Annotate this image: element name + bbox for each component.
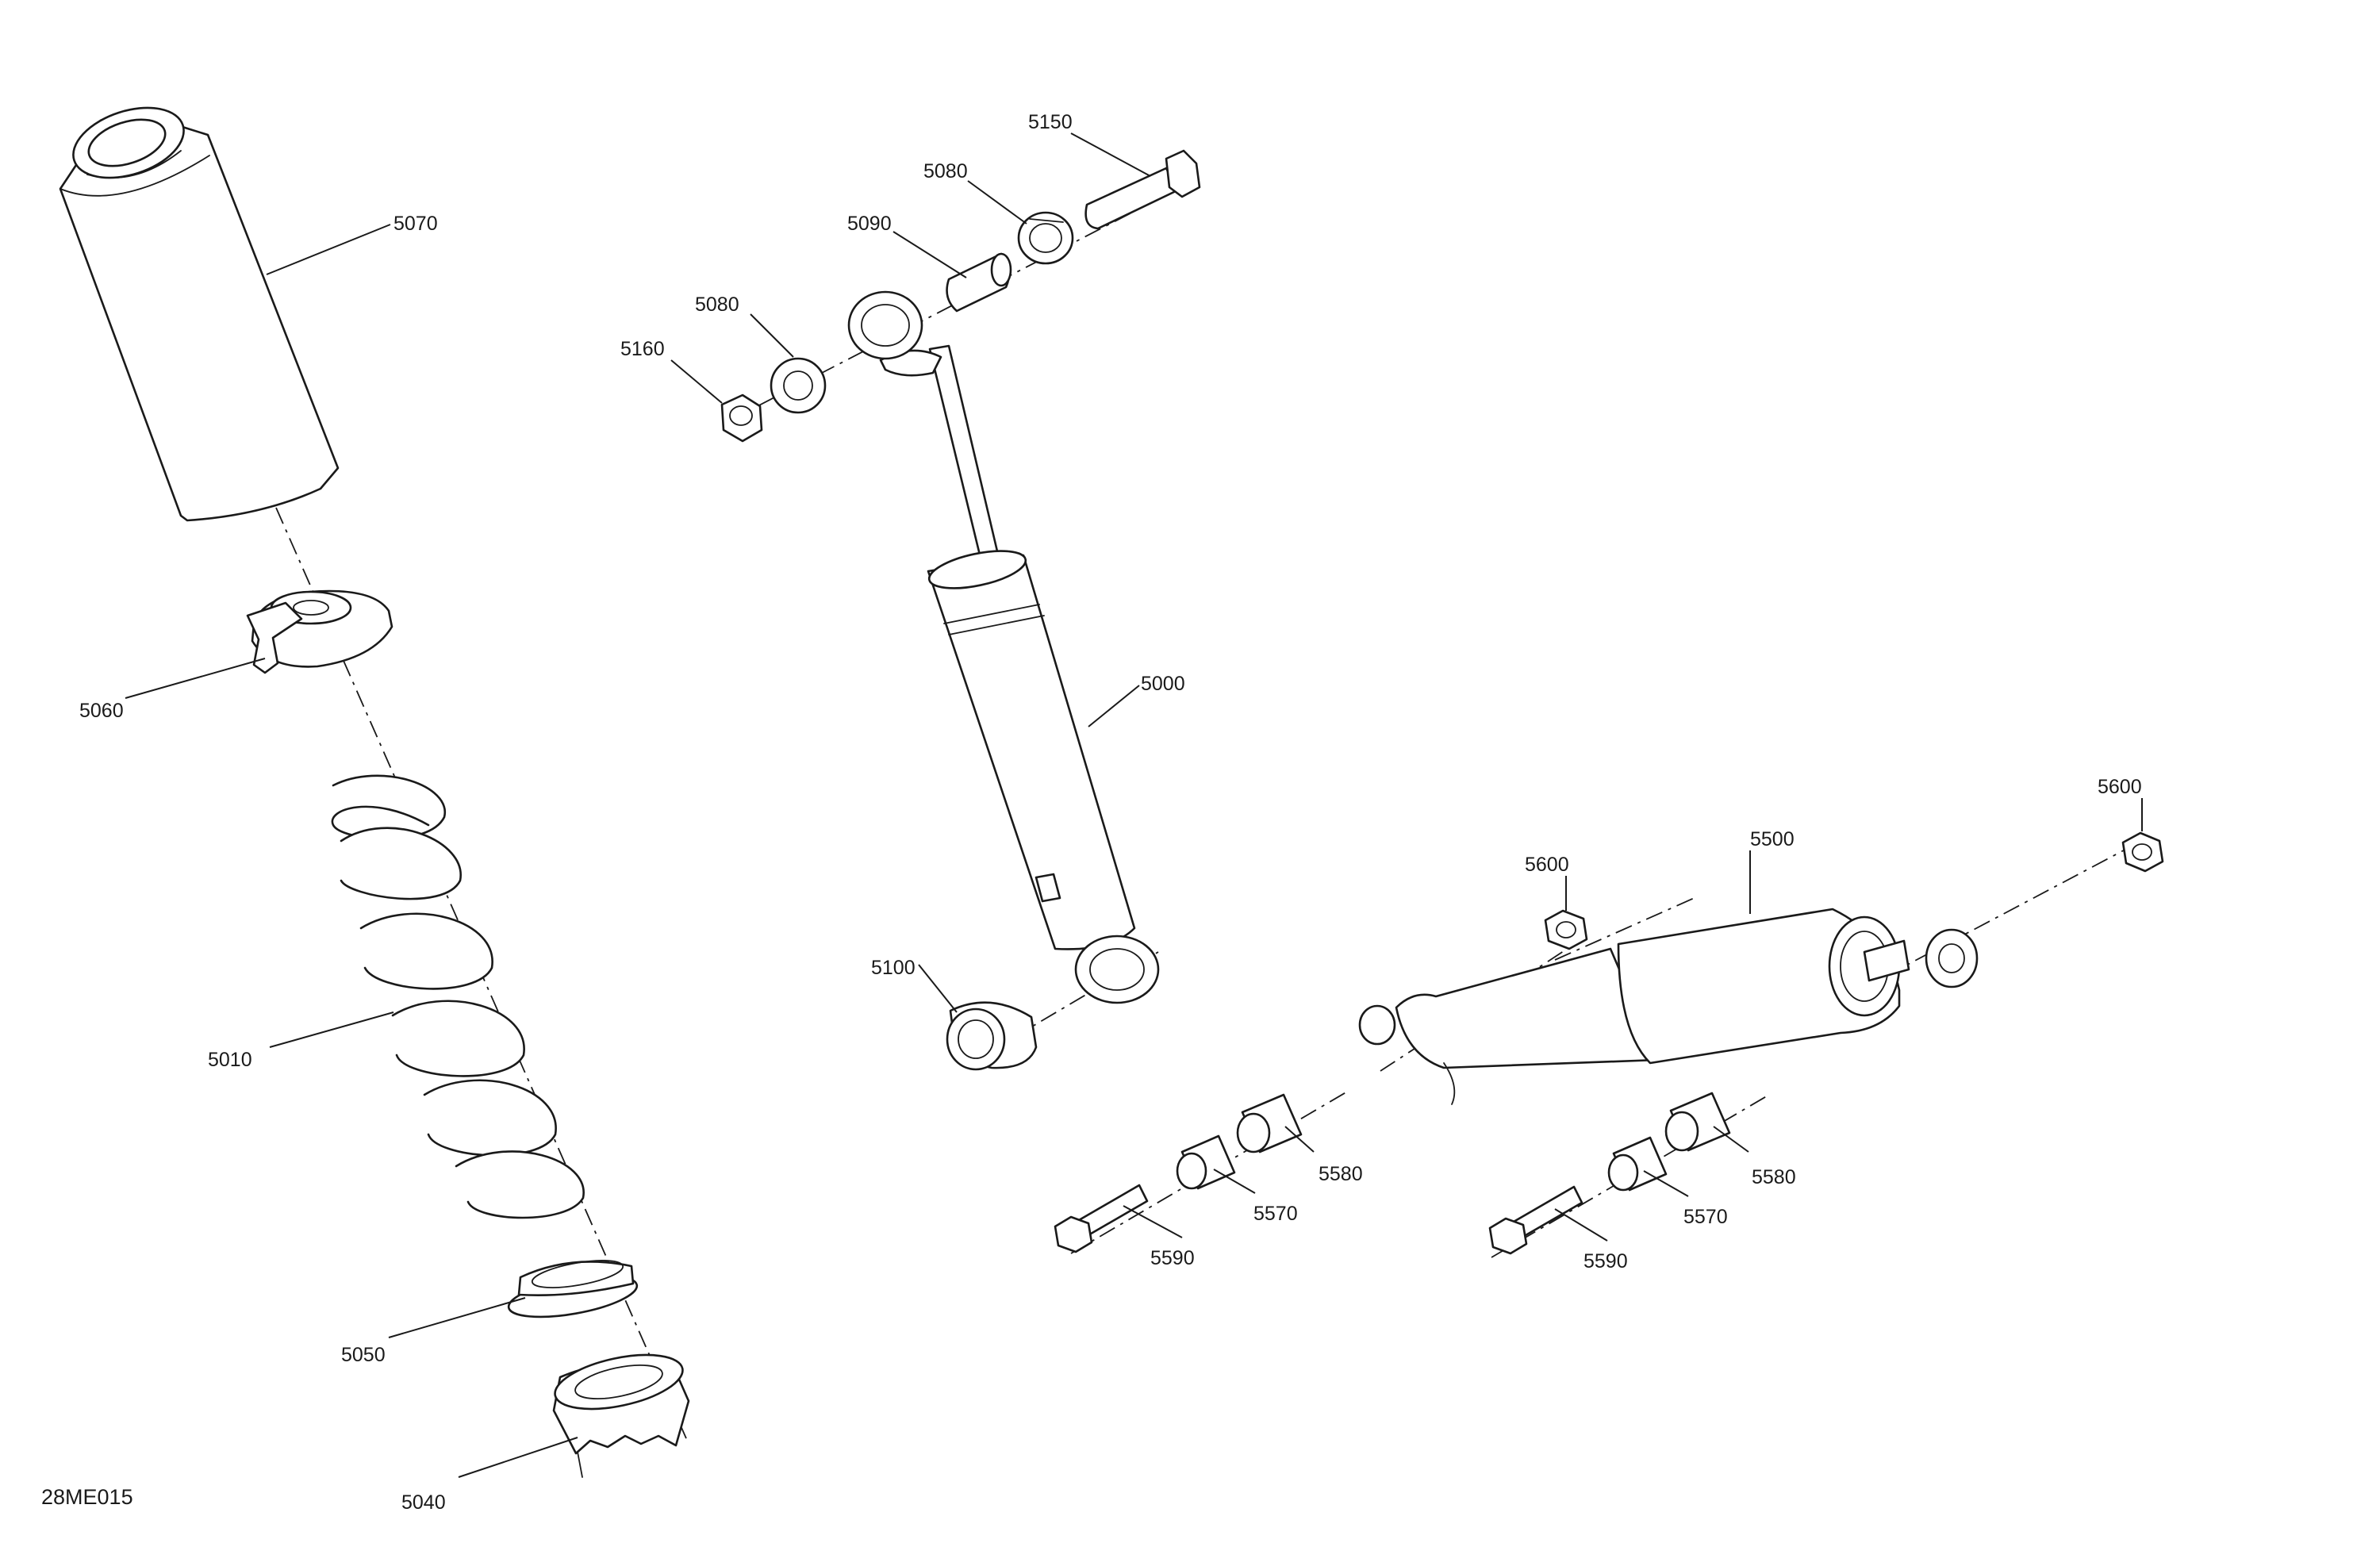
bolt-5590-right: [1488, 1185, 1583, 1255]
callout-5590-left: 5590: [1150, 1247, 1195, 1269]
bushing-5080-left: [770, 357, 827, 414]
spacer-5580-left: [1236, 1093, 1303, 1153]
nut-5600-right: [2121, 831, 2164, 873]
callout-5080-top: 5080: [923, 160, 968, 182]
spring-5010: [331, 774, 585, 1219]
callout-5010: 5010: [208, 1049, 252, 1071]
callout-5100: 5100: [871, 957, 916, 979]
retainer-5060: [246, 589, 393, 674]
callout-5150: 5150: [1028, 111, 1073, 133]
nut-5600-left: [1544, 909, 1588, 950]
callout-5500: 5500: [1750, 828, 1795, 850]
shock-5000: [847, 290, 1160, 1004]
spacer-5570-left: [1176, 1134, 1236, 1190]
spacer-5570-right: [1607, 1136, 1668, 1192]
bolt-5590-left: [1054, 1184, 1149, 1253]
bushing-5080-top: [1017, 211, 1074, 265]
callout-5040: 5040: [401, 1491, 446, 1514]
callout-5600-left: 5600: [1525, 854, 1569, 876]
bolt-5150: [1084, 149, 1201, 230]
callout-5060: 5060: [79, 700, 124, 722]
callout-5090: 5090: [847, 213, 892, 235]
callout-5600-right: 5600: [2098, 776, 2142, 798]
center-lines: [275, 182, 2135, 1445]
diagram-reference: 28ME015: [41, 1485, 133, 1509]
spacer-5580-right: [1664, 1092, 1731, 1152]
callout-5580-right: 5580: [1752, 1166, 1796, 1188]
callout-5580-left: 5580: [1319, 1163, 1363, 1185]
bushing-5100: [946, 1001, 1038, 1071]
callout-5570-left: 5570: [1253, 1203, 1298, 1225]
callout-5070: 5070: [393, 213, 438, 235]
adjuster-5040: [552, 1353, 690, 1478]
callout-5080-left: 5080: [695, 294, 739, 316]
callout-5570-right: 5570: [1683, 1206, 1728, 1228]
nut-5160: [720, 393, 763, 443]
sleeve-5090: [946, 252, 1012, 313]
seat-5050: [507, 1260, 639, 1318]
callout-5000: 5000: [1141, 673, 1185, 695]
leader-lines: [125, 132, 2143, 1478]
callout-5050: 5050: [341, 1344, 386, 1366]
callout-labels: 5070 5060 5010 5050 5040 5150 5080 5090 …: [79, 111, 2142, 1514]
callout-5590-right: 5590: [1583, 1250, 1628, 1272]
callout-5160: 5160: [620, 338, 665, 360]
shock-5500: [1358, 908, 1979, 1105]
boot-5070: [59, 106, 340, 522]
